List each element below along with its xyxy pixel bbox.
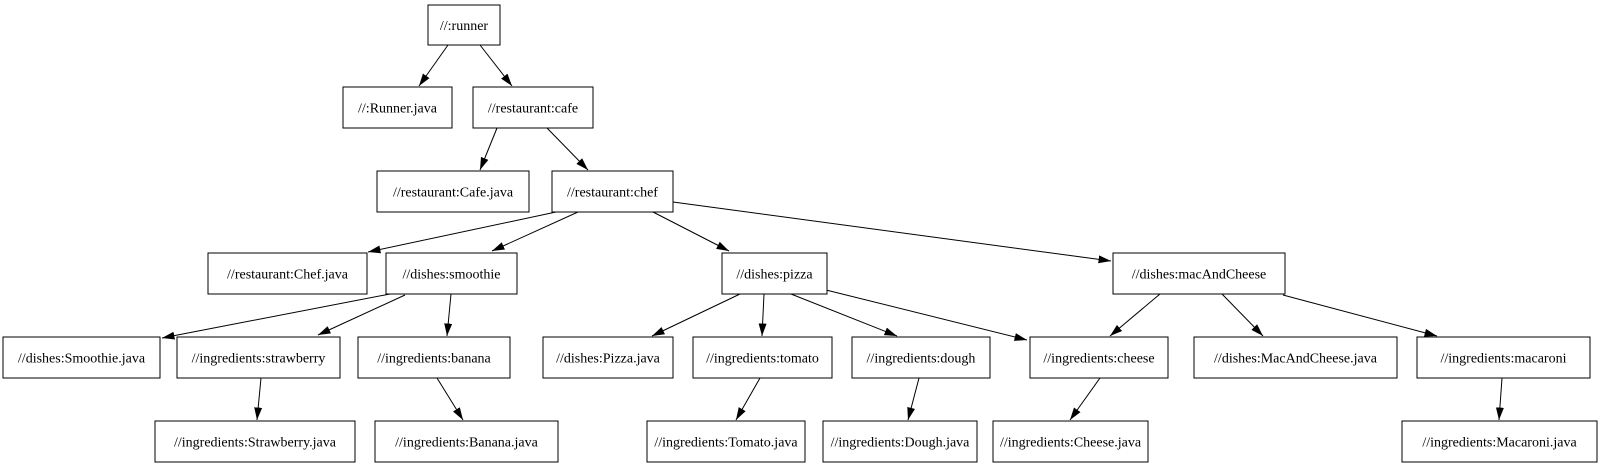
edge-dough-dough_java [907, 377, 920, 421]
edge-pizza-pizza_java [651, 293, 741, 337]
node-label: //restaurant:chef [567, 186, 658, 201]
node-mac_and_cheese: //dishes:macAndCheese [1112, 252, 1286, 295]
node-label: //ingredients:macaroni [1441, 352, 1567, 367]
node-chef: //restaurant:chef [551, 170, 674, 213]
node-strawberry_java: //ingredients:Strawberry.java [154, 420, 356, 463]
node-box [2, 336, 161, 379]
edge-chef-smoothie [491, 211, 579, 252]
node-box [374, 420, 559, 463]
edge-mac_and_cheese-cheese [1109, 293, 1161, 337]
node-box [851, 336, 991, 379]
edge-smoothie-banana [444, 293, 453, 337]
node-box [646, 420, 806, 463]
node-box [992, 420, 1149, 463]
node-cheese_java: //ingredients:Cheese.java [992, 420, 1149, 463]
edge-cafe-cafe_java [479, 127, 498, 171]
node-label: //:Runner.java [358, 102, 438, 117]
node-smoothie: //dishes:smoothie [385, 252, 518, 295]
edge-runner-cafe [479, 44, 513, 87]
node-label: //ingredients:banana [377, 352, 491, 367]
node-label: //ingredients:tomato [706, 352, 819, 367]
node-label: //dishes:smoothie [403, 268, 501, 283]
node-pizza_java: //dishes:Pizza.java [542, 336, 674, 379]
edge-strawberry-strawberry_java [254, 377, 263, 421]
edge-pizza-dough [790, 293, 898, 337]
node-banana: //ingredients:banana [357, 336, 511, 379]
node-dough_java: //ingredients:Dough.java [822, 420, 978, 463]
edge-chef-mac_and_cheese [672, 201, 1112, 264]
node-strawberry: //ingredients:strawberry [176, 336, 341, 379]
edge-runner-runner_java [418, 44, 449, 87]
node-tomato: //ingredients:tomato [692, 336, 833, 379]
edge-cafe-chef [546, 127, 589, 171]
node-label: //ingredients:Cheese.java [1000, 436, 1142, 451]
node-runner_java: //:Runner.java [342, 86, 453, 129]
edge-banana-banana_java [436, 377, 464, 421]
edge-macaroni-macaroni_java [1495, 377, 1504, 421]
node-box [1416, 336, 1591, 379]
node-tomato_java: //ingredients:Tomato.java [646, 420, 806, 463]
node-box [1401, 420, 1598, 463]
node-chef_java: //restaurant:Chef.java [207, 252, 368, 295]
node-smoothie_java: //dishes:Smoothie.java [2, 336, 161, 379]
node-label: //ingredients:cheese [1043, 352, 1154, 367]
node-box [154, 420, 356, 463]
edge-tomato-tomato_java [735, 377, 761, 421]
node-box [376, 170, 530, 213]
node-box [692, 336, 833, 379]
edge-smoothie-smoothie_java [161, 293, 391, 340]
node-box [1193, 336, 1398, 379]
node-label: //dishes:MacAndCheese.java [1214, 352, 1378, 367]
edge-chef-chef_java [367, 211, 557, 254]
node-box [1112, 252, 1286, 295]
node-label: //ingredients:Dough.java [831, 436, 971, 451]
node-box [1029, 336, 1169, 379]
node-label: //ingredients:dough [867, 352, 976, 367]
node-label: //dishes:Pizza.java [556, 352, 661, 367]
node-label: //:runner [440, 19, 489, 34]
node-box [542, 336, 674, 379]
node-macaroni: //ingredients:macaroni [1416, 336, 1591, 379]
node-label: //dishes:Smoothie.java [18, 352, 146, 367]
node-runner: //:runner [427, 4, 501, 46]
node-box [472, 86, 594, 129]
edge-cheese-cheese_java [1069, 377, 1101, 421]
node-label: //restaurant:Cafe.java [393, 186, 514, 201]
node-cafe: //restaurant:cafe [472, 86, 594, 129]
node-label: //ingredients:Banana.java [395, 436, 538, 451]
node-dough: //ingredients:dough [851, 336, 991, 379]
node-cheese: //ingredients:cheese [1029, 336, 1169, 379]
edge-pizza-cheese [825, 289, 1028, 341]
edge-pizza-tomato [758, 293, 767, 337]
edge-smoothie-strawberry [317, 294, 406, 336]
node-box [357, 336, 511, 379]
node-label: //ingredients:Macaroni.java [1422, 436, 1577, 451]
node-pizza: //dishes:pizza [721, 252, 828, 295]
node-label: //restaurant:Chef.java [227, 268, 349, 283]
node-label: //restaurant:cafe [488, 102, 578, 117]
node-label: //ingredients:strawberry [192, 352, 326, 367]
node-macaroni_java: //ingredients:Macaroni.java [1401, 420, 1598, 463]
node-box [822, 420, 978, 463]
node-box [721, 252, 828, 295]
node-box [176, 336, 341, 379]
node-banana_java: //ingredients:Banana.java [374, 420, 559, 463]
edge-mac_and_cheese-macaroni [1282, 294, 1438, 337]
node-label: //ingredients:Tomato.java [654, 436, 798, 451]
node-label: //dishes:pizza [736, 268, 813, 283]
node-box [342, 86, 453, 129]
node-box [551, 170, 674, 213]
node-box [207, 252, 368, 295]
node-cafe_java: //restaurant:Cafe.java [376, 170, 530, 213]
node-box [385, 252, 518, 295]
node-mac_and_cheese_java: //dishes:MacAndCheese.java [1193, 336, 1398, 379]
node-label: //ingredients:Strawberry.java [174, 436, 337, 451]
nodes-layer: //:runner //:Runner.java //restaurant:cafe… [2, 4, 1598, 463]
node-box [427, 4, 501, 46]
node-label: //dishes:macAndCheese [1132, 268, 1267, 283]
edge-chef-pizza [652, 211, 730, 252]
edge-mac_and_cheese-mac_and_cheese_java [1221, 293, 1264, 337]
edges-layer [161, 44, 1504, 421]
